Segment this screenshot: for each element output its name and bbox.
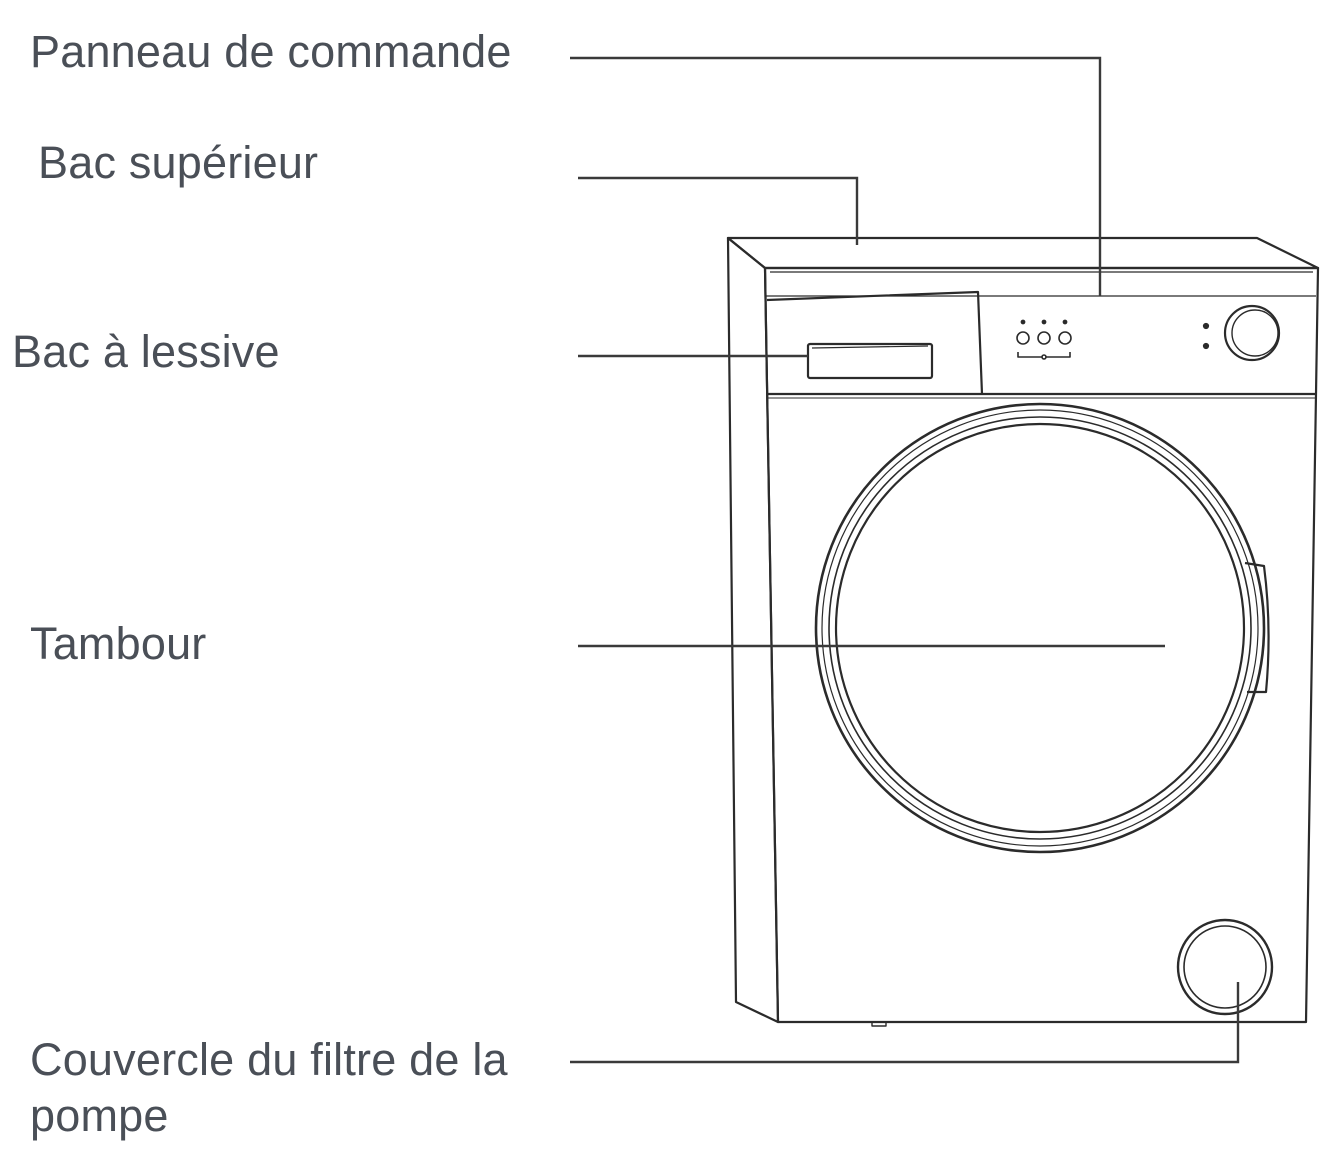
door-outer-ring — [814, 402, 1266, 854]
detergent-drawer-handle-top — [811, 345, 929, 349]
label-pump-filter-cover: Couvercle du filtre de la pompe — [30, 1032, 508, 1144]
leader-line-control-panel — [570, 56, 1102, 296]
label-drum: Tambour — [30, 618, 207, 669]
program-indicator-lights — [1016, 319, 1072, 360]
machine-front-face — [763, 266, 1320, 1024]
machine-foot — [871, 1022, 887, 1027]
pump-filter-cover — [1176, 918, 1274, 1016]
drawer-section-outline — [766, 290, 984, 395]
leader-line-top-cover — [578, 176, 859, 245]
detergent-drawer-handle — [806, 342, 934, 380]
washing-machine — [726, 236, 1320, 1027]
leader-lines — [570, 56, 1240, 1064]
knob-indicator-dot — [1202, 322, 1210, 330]
label-detergent-drawer: Bac à lessive — [12, 326, 280, 377]
program-knob-inner — [1231, 309, 1279, 357]
knob-indicator-dot — [1202, 342, 1210, 350]
leader-line-pump-filter-cover — [570, 982, 1240, 1064]
machine-top-surface — [726, 236, 1320, 270]
label-pump-filter-cover-line1: Couvercle du filtre de la — [30, 1034, 508, 1085]
label-top-cover: Bac supérieur — [38, 137, 319, 188]
door-ring-2 — [821, 409, 1259, 847]
program-knob — [1223, 304, 1281, 362]
label-control-panel: Panneau de commande — [30, 26, 512, 77]
door-handle — [1244, 561, 1270, 694]
label-pump-filter-cover-line2: pompe — [30, 1090, 169, 1141]
door-ring-3 — [828, 416, 1252, 840]
door-glass — [834, 422, 1246, 834]
pump-filter-cover-inner — [1183, 925, 1267, 1009]
